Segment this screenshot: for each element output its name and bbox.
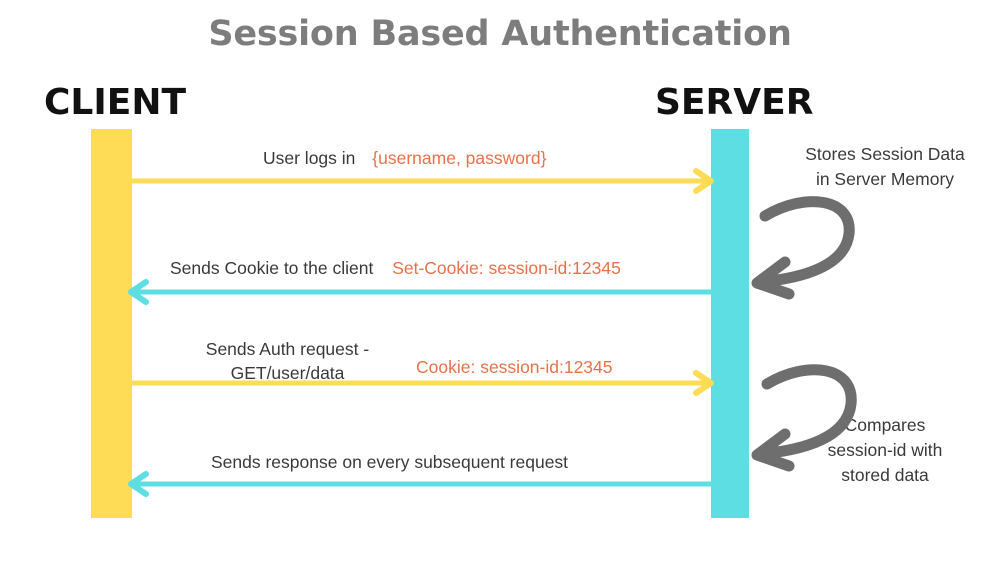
message-text-login: User logs in <box>263 148 356 168</box>
lifeline-bar-server <box>711 129 749 518</box>
message-label-login: User logs in {username, password} <box>263 146 546 170</box>
message-text-set-cookie: Sends Cookie to the client <box>170 258 374 278</box>
curved-arrow-compares-session <box>735 352 865 472</box>
message-label-response: Sends response on every subsequent reque… <box>211 450 568 474</box>
message-label-auth-request: Sends Auth request - GET/user/data <box>190 337 385 385</box>
lane-header-client: CLIENT <box>44 82 187 123</box>
curved-arrow-stores-session <box>735 186 865 300</box>
note-stores-session: Stores Session Data in Server Memory <box>780 142 990 192</box>
message-arrow-login <box>131 168 716 194</box>
message-code-login: {username, password} <box>372 148 547 168</box>
message-arrow-auth-request <box>131 370 716 396</box>
note-stores-session-line1: Stores Session Data <box>805 144 965 164</box>
message-arrow-response <box>126 471 716 497</box>
message-label-set-cookie: Sends Cookie to the client Set-Cookie: s… <box>170 256 621 280</box>
page-title: Session Based Authentication <box>208 14 792 54</box>
note-compares-session-line3: stored data <box>841 465 929 485</box>
note-stores-session-line2: in Server Memory <box>815 169 955 189</box>
note-compares-session-line2: session-id with <box>827 440 943 460</box>
message-text-response: Sends response on every subsequent reque… <box>211 452 569 472</box>
lane-header-server: SERVER <box>655 82 814 123</box>
message-code-auth-request: Cookie: session-id:12345 <box>416 357 613 377</box>
note-compares-session-line1: Compares <box>844 415 926 435</box>
message-text-auth-request-line1: Sends Auth request - <box>205 339 370 359</box>
message-code-set-cookie: Set-Cookie: session-id:12345 <box>392 258 621 278</box>
message-text-auth-request-line2: GET/user/data <box>230 363 345 383</box>
message-arrow-set-cookie <box>126 279 716 305</box>
note-compares-session: Compares session-id with stored data <box>795 413 975 488</box>
message-code-auth-request-wrap: Cookie: session-id:12345 <box>416 355 613 379</box>
lifeline-bar-client <box>91 129 132 518</box>
